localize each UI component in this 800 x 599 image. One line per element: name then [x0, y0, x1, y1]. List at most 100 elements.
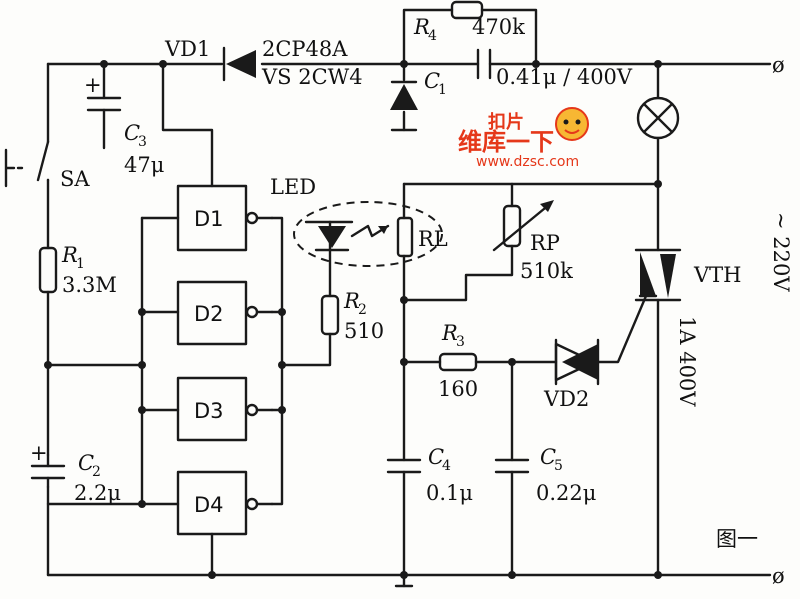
- junction-dot: [400, 296, 408, 304]
- watermark-logo: 扣片 维库一下 www.dzsc.com: [458, 107, 589, 170]
- junction-dot: [400, 358, 408, 366]
- junction-dot: [508, 571, 516, 579]
- c3-plus-sign: +: [84, 73, 102, 97]
- rp-label: RP: [530, 231, 560, 255]
- rp-bottom-wire: [402, 244, 514, 302]
- c4-subscript: 4: [442, 458, 451, 474]
- junction-dot: [159, 60, 167, 68]
- terminal-top-symbol: ø: [772, 53, 785, 77]
- r1-label: R: [61, 243, 78, 267]
- vdd-wire: [161, 62, 214, 188]
- junction-dot: [654, 180, 662, 188]
- nand-gate-d1: [176, 184, 274, 252]
- c1-label: C: [424, 69, 440, 93]
- d4-label: D4: [194, 493, 224, 517]
- r4-label: R: [413, 15, 430, 39]
- r4-wire-left: [402, 8, 454, 66]
- r3-value: 160: [438, 377, 478, 401]
- c5-capacitor-symbol: [494, 458, 530, 474]
- lamp-symbol: [636, 96, 680, 140]
- nand-gate-d4: [176, 470, 274, 536]
- r1-value: 3.3M: [62, 273, 117, 297]
- c2-label: C: [78, 451, 94, 475]
- junction-dot: [100, 60, 108, 68]
- vd1-diode-symbol: [222, 46, 256, 82]
- junction-dot: [532, 60, 540, 68]
- watermark-logo-text: 扣片: [488, 111, 524, 133]
- nand-gate-d2: [176, 280, 274, 346]
- r2-value: 510: [344, 319, 384, 343]
- r2-subscript: 2: [358, 302, 367, 318]
- c3-subscript: 3: [138, 134, 147, 150]
- vth-label: VTH: [693, 263, 742, 287]
- r4-resistor-symbol: [450, 0, 484, 20]
- optocoupler-symbol: [293, 201, 443, 267]
- rl-resistor-symbol: [396, 216, 414, 258]
- vs-label: VS 2CW4: [261, 65, 363, 89]
- figure-caption: 图一: [716, 527, 758, 551]
- r3-resistor-symbol: [438, 352, 478, 372]
- c3-value: 47μ: [124, 153, 164, 177]
- junction-dot: [508, 358, 516, 366]
- sa-switch-symbol: [4, 140, 50, 188]
- junction-dot: [400, 571, 408, 579]
- gate-output-bus: [270, 216, 284, 506]
- junction-dot: [654, 571, 662, 579]
- junction-dot: [208, 571, 216, 579]
- mascot-icon: [555, 107, 589, 141]
- c2-capacitor-symbol: [30, 453, 66, 489]
- d3-label: D3: [194, 399, 224, 423]
- c3-label: C: [124, 121, 140, 145]
- d1-label: D1: [194, 207, 224, 231]
- sa-label: SA: [60, 167, 90, 191]
- r2-label: R: [343, 289, 360, 313]
- supply-voltage-label: ~ 220V: [769, 212, 793, 292]
- c2-plus-sign: +: [30, 441, 48, 465]
- junction-dot: [278, 361, 286, 369]
- c1-value: 0.41μ / 400V: [496, 65, 633, 89]
- c5-value: 0.22μ: [536, 481, 596, 505]
- r4-wire-right: [480, 8, 538, 66]
- r4-subscript: 4: [428, 28, 437, 44]
- d2-label: D2: [194, 302, 224, 326]
- junction-dot: [138, 500, 146, 508]
- vth-rating: 1A 400V: [675, 316, 699, 407]
- r1-subscript: 1: [76, 256, 85, 272]
- c5-label: C: [540, 445, 556, 469]
- junction-dots: [44, 60, 662, 579]
- c1-subscript: 1: [438, 82, 447, 98]
- vd1-label: VD1: [164, 37, 210, 61]
- junction-dot: [138, 308, 146, 316]
- junction-dot: [654, 60, 662, 68]
- vth-triac-symbol: [634, 248, 682, 302]
- rp-potentiometer-symbol: [492, 200, 554, 252]
- r2-resistor-symbol: [320, 294, 340, 336]
- c4-capacitor-symbol: [386, 458, 422, 474]
- c4-value: 0.1μ: [426, 481, 473, 505]
- junction-dot: [138, 406, 146, 414]
- c2-subscript: 2: [92, 464, 101, 480]
- nand-gate-d3: [176, 376, 274, 442]
- terminal-bottom-symbol: ø: [772, 564, 785, 588]
- watermark-url-text: www.dzsc.com: [476, 154, 579, 170]
- c1-capacitor-symbol: [476, 48, 492, 80]
- r1-resistor-symbol: [38, 246, 58, 294]
- led-label: LED: [270, 175, 316, 199]
- c4-label: C: [428, 445, 444, 469]
- junction-dot: [278, 308, 286, 316]
- c3-capacitor-symbol: [86, 96, 122, 112]
- c2-value: 2.2μ: [74, 481, 121, 505]
- junction-dot: [138, 361, 146, 369]
- r4-value: 470k: [472, 15, 525, 39]
- rl-label: RL: [418, 227, 448, 251]
- gate-trigger-wire: [596, 294, 648, 364]
- junction-dot: [278, 406, 286, 414]
- r2-bottom-wire: [280, 332, 332, 367]
- rp-value: 510k: [520, 259, 573, 283]
- vd2-label: VD2: [543, 387, 589, 411]
- junction-dot: [44, 361, 52, 369]
- r3-subscript: 3: [456, 334, 465, 350]
- c5-subscript: 5: [554, 458, 563, 474]
